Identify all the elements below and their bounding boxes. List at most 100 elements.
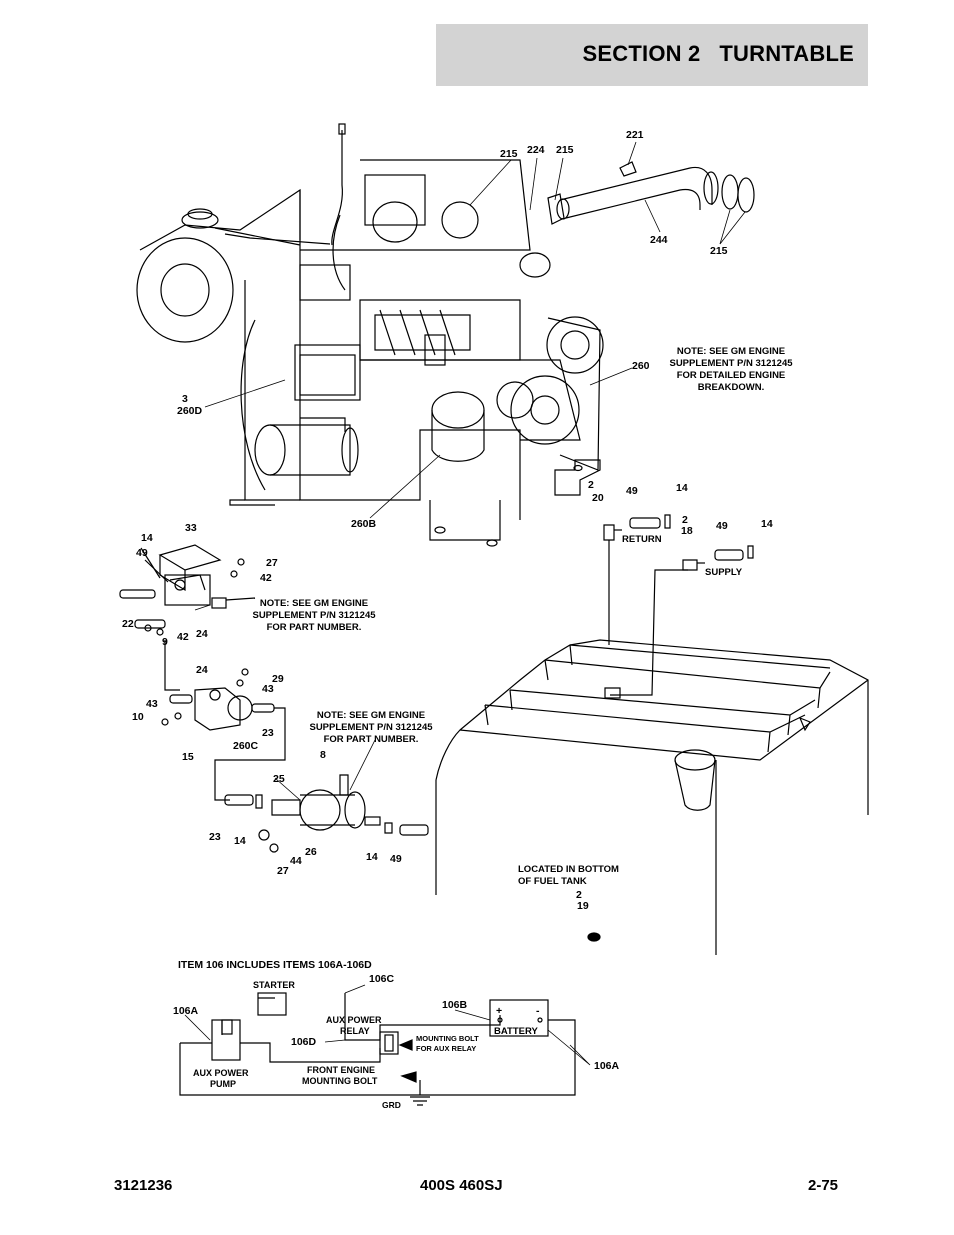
callout-26: 26 xyxy=(305,846,317,858)
fuel-filter-group xyxy=(119,544,429,853)
callout-260d: 260D xyxy=(177,405,203,417)
callout-18: 18 xyxy=(681,525,693,537)
callout-25: 25 xyxy=(273,773,285,785)
mount-bolt-label: FOR AUX RELAY xyxy=(416,1044,476,1053)
note-line: FOR PART NUMBER. xyxy=(267,622,362,633)
callout-49: 49 xyxy=(626,485,638,497)
leader-lines-filter xyxy=(194,604,376,801)
battery-label: BATTERY xyxy=(494,1026,538,1037)
callout-2: 2 xyxy=(576,889,582,901)
callout-244: 244 xyxy=(650,234,668,246)
callout-42: 42 xyxy=(260,572,272,584)
callout-27: 27 xyxy=(266,557,278,569)
model-number: 400S 460SJ xyxy=(420,1177,503,1194)
aux-pump-label: AUX POWER xyxy=(193,1068,249,1078)
callout-23: 23 xyxy=(262,727,274,739)
callout-2: 2 xyxy=(682,514,688,526)
callout-20: 20 xyxy=(592,492,604,504)
callout-49: 49 xyxy=(136,547,148,559)
callout-221: 221 xyxy=(626,129,644,141)
fuel-line-fittings xyxy=(603,514,754,696)
callout-106c: 106C xyxy=(369,973,395,985)
note-line: FOR PART NUMBER. xyxy=(324,734,419,745)
callout-labels: 221 215 224 215 244 215 260 3 260D 260B … xyxy=(122,129,773,912)
note-line: LOCATED IN BOTTOM xyxy=(518,864,619,875)
front-bolt-label: MOUNTING BOLT xyxy=(302,1076,378,1086)
aux-relay-label: RELAY xyxy=(340,1026,370,1036)
callout-27: 27 xyxy=(277,865,289,877)
section-title: SECTION 2 TURNTABLE xyxy=(582,41,854,66)
section-header: SECTION 2 TURNTABLE xyxy=(436,24,868,86)
fuel-tank xyxy=(435,639,869,955)
starter-label: STARTER xyxy=(253,980,295,990)
ground-label: GRD xyxy=(382,1100,401,1110)
wiring-labels: ITEM 106 INCLUDES ITEMS 106A-106D 106C S… xyxy=(173,959,620,1110)
battery-minus: - xyxy=(536,1005,540,1017)
note-line: SUPPLEMENT P/N 3121245 xyxy=(309,722,433,733)
leader-lines-engine xyxy=(204,141,746,519)
callout-33: 33 xyxy=(185,522,197,534)
wiring-diagram xyxy=(179,984,591,1106)
note-engine-supplement: NOTE: SEE GM ENGINE SUPPLEMENT P/N 31212… xyxy=(669,346,793,393)
callout-24: 24 xyxy=(196,664,208,676)
callout-106d: 106D xyxy=(291,1036,317,1048)
callout-106a: 106A xyxy=(173,1005,199,1017)
callout-43: 43 xyxy=(146,698,158,710)
callout-14: 14 xyxy=(366,851,378,863)
callout-10: 10 xyxy=(132,711,144,723)
note-line: NOTE: SEE GM ENGINE xyxy=(677,346,785,357)
note-line: FOR DETAILED ENGINE xyxy=(677,370,786,381)
note-line: NOTE: SEE GM ENGINE xyxy=(260,598,368,609)
aux-pump-label: PUMP xyxy=(210,1079,236,1089)
callout-22: 22 xyxy=(122,618,134,630)
callout-224: 224 xyxy=(527,144,545,156)
callout-14: 14 xyxy=(761,518,773,530)
front-bolt-label: FRONT ENGINE xyxy=(307,1065,375,1075)
aux-relay-label: AUX POWER xyxy=(326,1015,382,1025)
callout-3: 3 xyxy=(182,393,188,405)
note-part-number-1: NOTE: SEE GM ENGINE SUPPLEMENT P/N 31212… xyxy=(252,598,376,633)
callout-24: 24 xyxy=(196,628,208,640)
callout-106a: 106A xyxy=(594,1060,620,1072)
callout-42: 42 xyxy=(177,631,189,643)
callout-260b: 260B xyxy=(351,518,377,530)
note-line: BREAKDOWN. xyxy=(698,382,765,393)
notes: NOTE: SEE GM ENGINE SUPPLEMENT P/N 31212… xyxy=(252,346,793,745)
callout-9: 9 xyxy=(162,636,168,648)
note-tank-location: LOCATED IN BOTTOM OF FUEL TANK xyxy=(518,864,619,887)
note-line: NOTE: SEE GM ENGINE xyxy=(317,710,425,721)
callout-23: 23 xyxy=(209,831,221,843)
note-line: OF FUEL TANK xyxy=(518,876,587,887)
callout-215: 215 xyxy=(500,148,518,160)
callout-14: 14 xyxy=(676,482,688,494)
callout-260c: 260C xyxy=(233,740,259,752)
callout-215: 215 xyxy=(556,144,574,156)
note-line: SUPPLEMENT P/N 3121245 xyxy=(669,358,793,369)
callout-14: 14 xyxy=(234,835,246,847)
intake-tube-assembly xyxy=(547,161,755,225)
note-part-number-2: NOTE: SEE GM ENGINE SUPPLEMENT P/N 31212… xyxy=(309,710,433,745)
callout-215: 215 xyxy=(710,245,728,257)
callout-8: 8 xyxy=(320,749,326,761)
engine-assembly xyxy=(136,123,604,547)
wiring-title: ITEM 106 INCLUDES ITEMS 106A-106D xyxy=(178,959,372,971)
callout-14: 14 xyxy=(141,532,153,544)
battery-plus: + xyxy=(496,1005,502,1017)
doc-number: 3121236 xyxy=(114,1177,173,1194)
callout-44: 44 xyxy=(290,855,302,867)
callout-15: 15 xyxy=(182,751,194,763)
supply-label: SUPPLY xyxy=(705,567,743,578)
mount-bolt-label: MOUNTING BOLT xyxy=(416,1034,479,1043)
callout-106b: 106B xyxy=(442,999,468,1011)
callout-49: 49 xyxy=(390,853,402,865)
return-label: RETURN xyxy=(622,534,662,545)
callout-260: 260 xyxy=(632,360,650,372)
callout-2: 2 xyxy=(588,479,594,491)
callout-29: 29 xyxy=(272,673,284,685)
callout-43: 43 xyxy=(262,683,274,695)
page-number: 2-75 xyxy=(808,1177,839,1194)
callout-49: 49 xyxy=(716,520,728,532)
callout-19: 19 xyxy=(577,900,589,912)
note-line: SUPPLEMENT P/N 3121245 xyxy=(252,610,376,621)
